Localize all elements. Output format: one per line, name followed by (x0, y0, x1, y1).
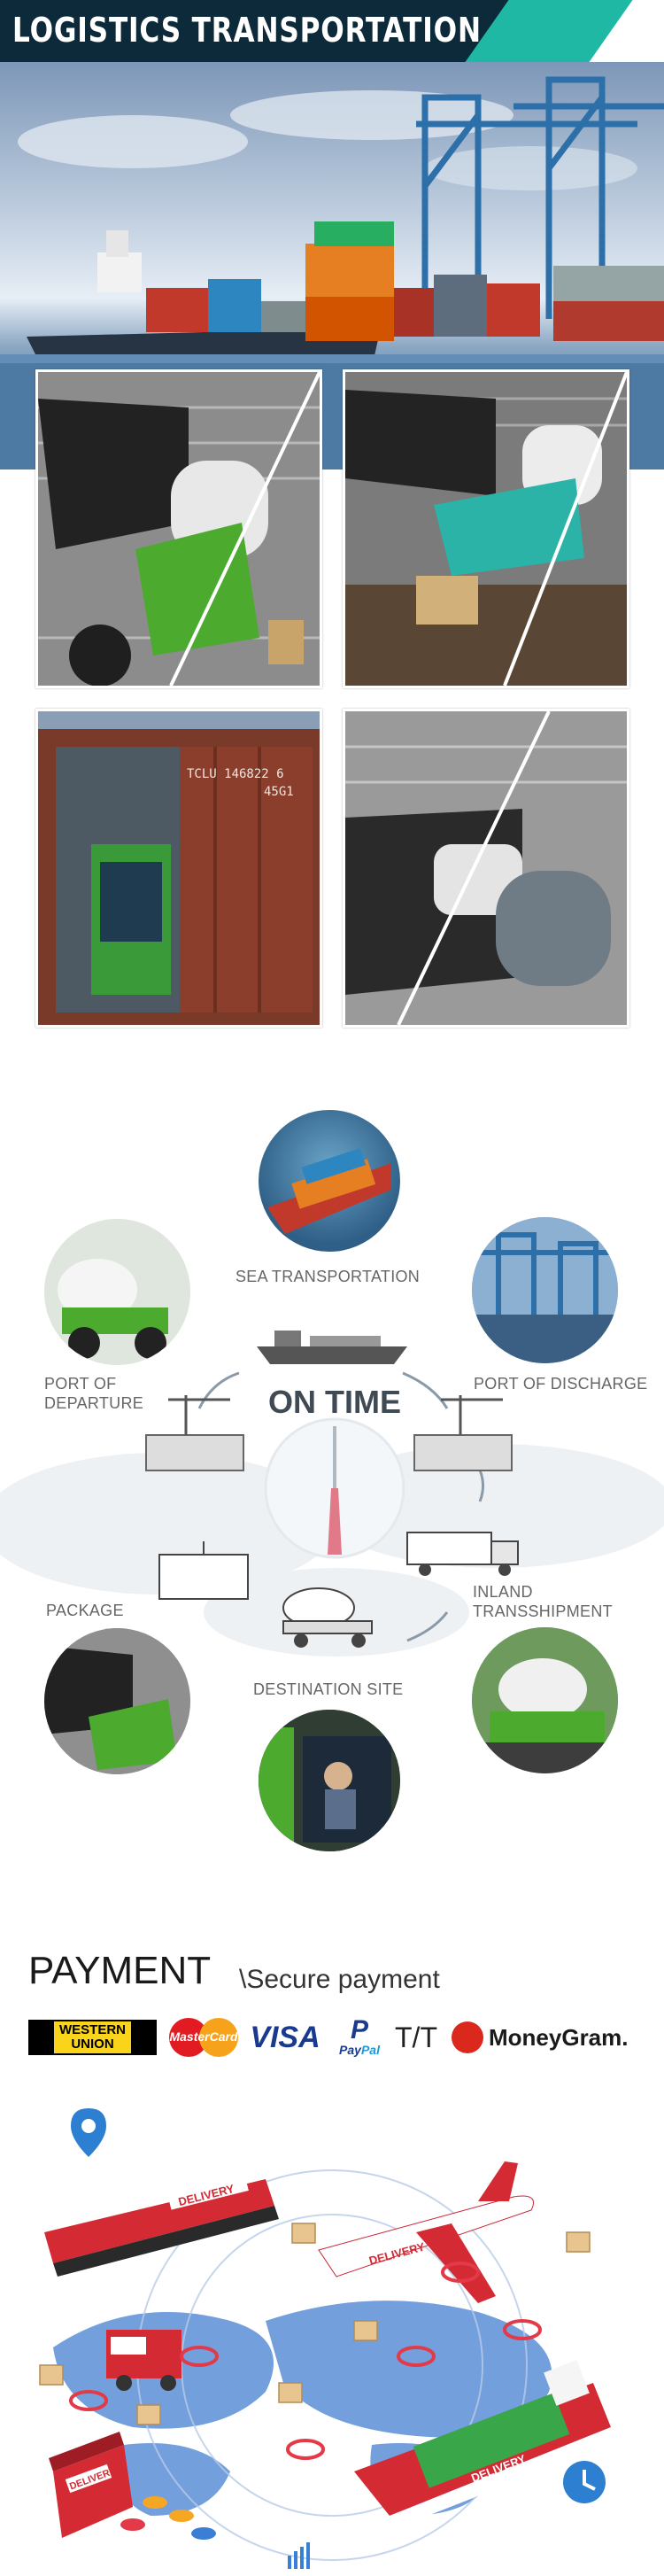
western-union-logo: WESTERN UNION (28, 2020, 157, 2055)
location-pin-icon (71, 2108, 106, 2157)
destination-site-label: DESTINATION SITE (253, 1680, 404, 1698)
loading-photo-2 (343, 369, 629, 688)
western-union-line2: UNION (71, 2037, 114, 2052)
mini-bars-icon (288, 2542, 310, 2569)
loading-photo-3 (343, 709, 629, 1028)
container-crate-icon (158, 1541, 249, 1600)
mixer-photo-scene (44, 1219, 190, 1365)
package-photo (44, 1628, 190, 1774)
container-code-2: 45G1 (264, 785, 294, 799)
package-label: PACKAGE (46, 1602, 124, 1619)
truck-photo-scene (472, 1627, 618, 1773)
train-icon: DELIVERY (44, 2175, 279, 2277)
delivery-clock-icon (563, 2461, 606, 2503)
mastercard-text: MasterCard (169, 2029, 238, 2044)
header-banner: LOGISTICS TRANSPORTATION (0, 0, 664, 62)
port-of-departure-label-line1: PORT OF (44, 1375, 117, 1393)
transport-process-diagram: ON TIME (0, 1331, 664, 1657)
mastercard-logo: MasterCard (168, 2018, 239, 2057)
inland-transshipment-label-line2: TRANSSHIPMENT (473, 1602, 613, 1620)
payment-subtitle: \Secure payment (239, 1965, 440, 1994)
delivery-illustration: DELIVERY DELIVERY DELIVERY (39, 2108, 620, 2569)
container-scene: TCLU 146822 6 45G1 (38, 711, 320, 1025)
paypal-text-pay: Pay (339, 2043, 361, 2057)
cab-photo-scene (259, 1710, 400, 1851)
paypal-logo: P PayPal (335, 2013, 384, 2060)
loading-scene-2 (345, 372, 627, 686)
moneygram-logo: MoneyGram. (452, 2020, 642, 2055)
tt-logo: T/T (395, 2021, 437, 2053)
coin-stack-icon (120, 2496, 216, 2540)
page-title: LOGISTICS TRANSPORTATION (12, 11, 482, 50)
western-union-line1: WESTERN (59, 2022, 126, 2037)
on-time-label: ON TIME (268, 1384, 401, 1420)
loading-scene-3 (345, 711, 627, 1025)
port-of-departure-photo (44, 1219, 190, 1365)
visa-logo: VISA (250, 2020, 320, 2054)
container-door-photo: TCLU 146822 6 45G1 (35, 709, 322, 1028)
airplane-icon: DELIVERY (318, 2161, 534, 2303)
delivery-store-icon: DELIVERY (49, 2432, 133, 2538)
container-code-1: TCLU 146822 6 (187, 767, 284, 781)
crane-icon-right (413, 1395, 513, 1471)
loading-scene-1 (38, 372, 320, 686)
clock-icon (264, 1417, 405, 1559)
inland-transshipment-label-line1: INLAND (473, 1583, 533, 1601)
payment-title: PAYMENT (28, 1949, 212, 1992)
destination-site-photo (259, 1710, 400, 1851)
port-of-departure-label-line2: DEPARTURE (44, 1394, 144, 1412)
cargo-ship-icon (257, 1331, 407, 1364)
crane-photo-scene (472, 1217, 618, 1363)
port-of-discharge-label: PORT OF DISCHARGE (474, 1375, 648, 1393)
ship-photo-scene (267, 1148, 391, 1234)
loading-photo-1 (35, 369, 322, 688)
mixer-truck-icon (282, 1587, 373, 1648)
truck-icon (406, 1532, 519, 1576)
crane-icon-left (145, 1395, 244, 1471)
inland-transshipment-photo (472, 1627, 618, 1773)
package-photo-scene (44, 1628, 190, 1774)
delivery-van-icon (106, 2330, 181, 2391)
parcel-boxes (39, 2223, 591, 2425)
paypal-text-pal: Pal (360, 2043, 380, 2057)
port-of-discharge-photo (472, 1217, 618, 1363)
destination-markers (69, 2262, 542, 2460)
sea-transportation-label: SEA TRANSPORTATION (235, 1268, 421, 1285)
cargo-ship-delivery-icon: DELIVERY (354, 2360, 620, 2529)
moneygram-icon (452, 2021, 483, 2053)
moneygram-text: MoneyGram. (489, 2023, 629, 2051)
sea-transport-photo (259, 1110, 400, 1252)
paypal-p-icon: P (350, 2015, 368, 2045)
